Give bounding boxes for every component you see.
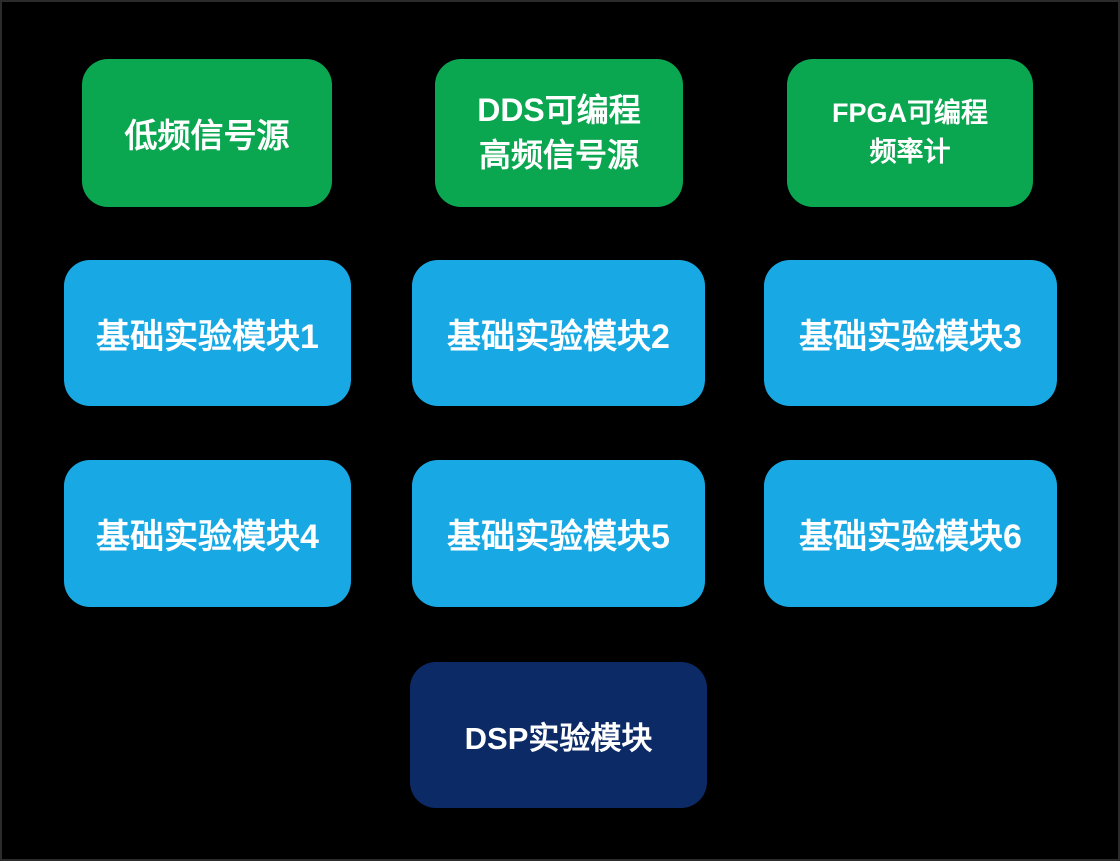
block-label: 基础实验模块5 [447,518,670,556]
block-label: 基础实验模块3 [799,317,1022,356]
block-dsp-module: DSP实验模块 [410,662,707,808]
block-label-line-1: FPGA可编程 [831,97,988,128]
block-basic-module-6: 基础实验模块6 [764,460,1057,607]
block-label-line-1: DDS可编程 [477,92,641,129]
block-basic-module-2: 基础实验模块2 [412,260,705,406]
block-label: 基础实验模块6 [799,518,1022,556]
block-fpga-frequency-counter: FPGA可编程 频率计 [787,59,1033,207]
block-basic-module-1: 基础实验模块1 [64,260,351,406]
block-basic-module-4: 基础实验模块4 [64,460,351,607]
block-label: DSP实验模块 [464,720,653,756]
block-label-line-2: 频率计 [869,137,951,167]
block-label: 基础实验模块2 [447,317,670,356]
block-low-freq-signal-source: 低频信号源 [82,59,332,207]
block-label: 基础实验模块1 [96,317,319,356]
block-basic-module-3: 基础实验模块3 [764,260,1057,406]
block-label-line-2: 高频信号源 [478,137,639,173]
block-label: 低频信号源 [124,117,290,154]
block-dds-high-freq-signal-source: DDS可编程 高频信号源 [435,59,683,207]
block-label: 基础实验模块4 [96,518,319,556]
block-basic-module-5: 基础实验模块5 [412,460,705,607]
